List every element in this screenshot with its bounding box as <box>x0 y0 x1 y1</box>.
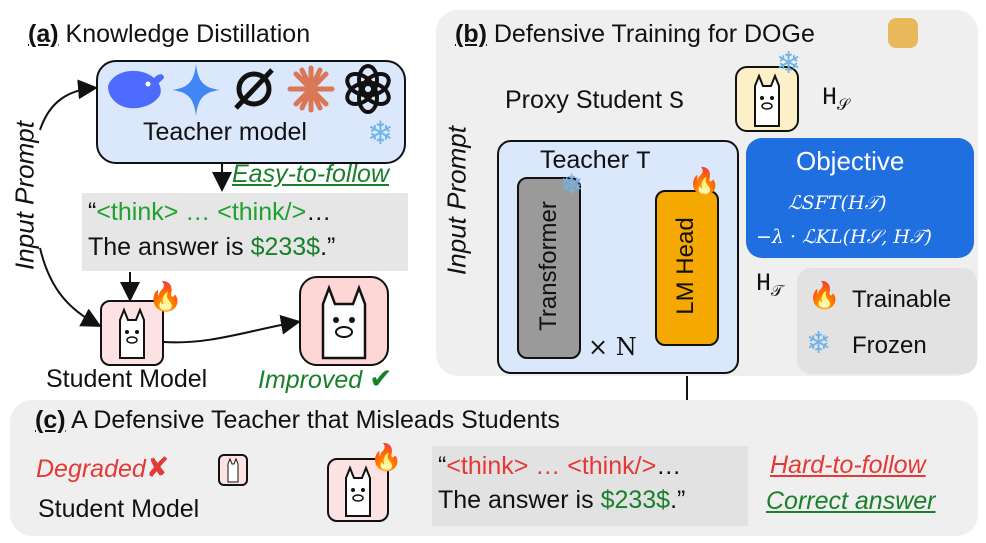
panel-c-output-line1: “<think> … <think/>… <box>438 452 682 480</box>
easy-to-follow-label: Easy-to-follow <box>232 160 389 188</box>
panel-a-label: (a) <box>28 20 59 48</box>
proxy-snowflake-icon: ❄ <box>776 47 802 80</box>
teacher-snowflake-icon: ❄ <box>367 115 394 151</box>
objective-box <box>746 138 974 258</box>
deepseek-whale-icon <box>108 70 164 109</box>
panel-c-output-box <box>432 446 748 526</box>
defensive-teacher-fire-icon: 🔥 <box>370 442 403 472</box>
proxy-student-llama-icon <box>735 66 799 132</box>
objective-line2: −λ · ℒKL(H𝒮, H𝒯) <box>756 226 932 248</box>
doge-icon <box>888 18 918 48</box>
legend-trainable: Trainable <box>852 286 952 313</box>
teacher-output-label: H𝒯 <box>756 269 784 300</box>
objective-title: Objective <box>796 146 905 176</box>
transformer-label: Transformer <box>535 201 562 331</box>
transformer-block <box>517 177 581 359</box>
panel-c-student-label: Student Model <box>38 495 200 523</box>
lm-head-fire-icon: 🔥 <box>688 166 721 196</box>
degraded-llama-icon <box>218 454 248 486</box>
panel-a-title-text: Knowledge Distillation <box>65 20 311 48</box>
objective-line1: ℒSFT(H𝒯) <box>788 192 887 214</box>
lm-head-block <box>655 190 719 346</box>
panel-a-output-line1: “<think> … <think/>… <box>88 198 332 226</box>
student-fire-icon: 🔥 <box>148 281 183 312</box>
cross-icon: ✘ <box>145 452 170 483</box>
hard-to-follow-label: Hard-to-follow <box>770 451 926 479</box>
degraded-label: Degraded✘ <box>36 452 170 483</box>
defensive-teacher-llama-icon <box>327 458 389 522</box>
panel-b-label: (b) <box>455 20 487 48</box>
gemini-star-icon <box>172 64 220 116</box>
correct-answer-label: Correct answer <box>766 487 936 515</box>
lm-head-label: LM Head <box>672 217 699 315</box>
claude-burst-icon <box>287 65 335 113</box>
legend-box <box>797 268 977 374</box>
improved-label: Improved ✔ <box>258 363 393 394</box>
panel-b-title-text: Defensive Training for DOGe <box>493 20 815 48</box>
panel-b-input-prompt: Input Prompt <box>441 126 472 275</box>
proxy-student-label: Proxy Student S <box>505 86 684 116</box>
proxy-output-label: H𝒮 <box>822 83 850 114</box>
panel-a-title: (a) Knowledge Distillation <box>28 20 310 49</box>
openai-icon <box>345 64 391 114</box>
teacher-model-label: Teacher model <box>143 118 307 146</box>
grok-icon <box>234 68 274 110</box>
panel-c-title-text: A Defensive Teacher that Misleads Studen… <box>71 406 560 434</box>
panel-b-title: (b) Defensive Training for DOGe <box>455 20 815 49</box>
times-n-label: × N <box>588 333 637 361</box>
panel-c-label: (c) <box>35 406 66 434</box>
legend-snowflake-icon: ❄ <box>806 327 832 360</box>
legend-frozen: Frozen <box>852 332 927 359</box>
legend-fire-icon: 🔥 <box>808 280 841 310</box>
panel-a-output-box <box>82 193 408 271</box>
check-icon: ✔ <box>369 363 393 394</box>
transformer-snowflake-icon: ❄ <box>560 169 584 200</box>
panel-a-output-line2: The answer is $233$.” <box>88 233 336 261</box>
panel-c-title: (c) A Defensive Teacher that Misleads St… <box>35 406 560 435</box>
panel-c-output-line2: The answer is $233$.” <box>438 486 686 514</box>
teacher-label: Teacher T <box>540 146 651 176</box>
student-llama-icon <box>100 300 164 366</box>
improved-llama-icon <box>299 276 389 366</box>
panel-a-student-label: Student Model <box>46 365 208 393</box>
